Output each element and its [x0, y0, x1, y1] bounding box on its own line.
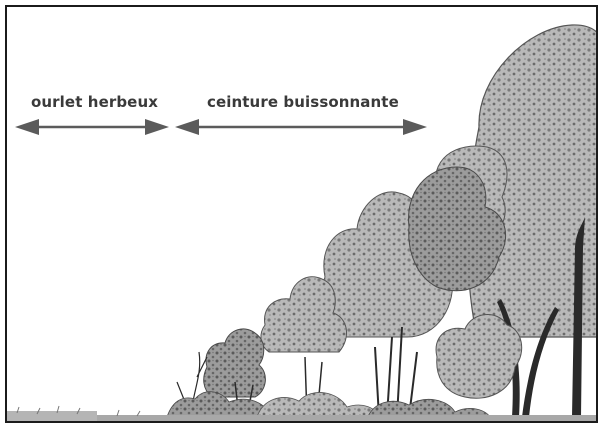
double-arrow-icon-grass [15, 119, 169, 135]
double-arrow-icon-shrub [175, 119, 427, 135]
diagram-frame: ourlet herbeux ceinture buissonnante [5, 5, 598, 423]
vegetation-scene [7, 7, 598, 423]
ground-scrub [167, 392, 491, 419]
